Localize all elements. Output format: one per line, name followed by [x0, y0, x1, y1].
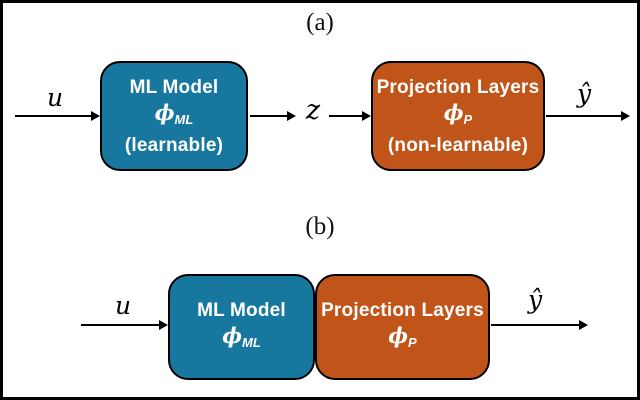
ml-model-box-b: ML Model ϕML: [168, 274, 315, 380]
projection-phi-b: ϕP: [388, 323, 416, 356]
arrowhead-icon: [159, 320, 168, 330]
arrow-shaft: [329, 115, 364, 117]
phi-subscript: P: [463, 111, 473, 127]
arrow-input-b: [81, 320, 168, 330]
ml-model-note-a: (learnable): [124, 134, 224, 156]
arrow-shaft: [546, 115, 623, 117]
panel-b-label: (b): [305, 213, 335, 240]
phi-symbol: ϕ: [443, 99, 464, 125]
phi-subscript: P: [408, 335, 417, 350]
arrow-shaft: [250, 115, 289, 117]
output-yhat-label-a: ŷ: [576, 79, 592, 108]
arrow-shaft: [81, 324, 161, 326]
ml-model-phi-b: ϕML: [222, 323, 261, 356]
ml-model-title-a: ML Model: [129, 76, 219, 98]
projection-title-a: Projection Layers: [376, 76, 540, 98]
arrow-output-b: [491, 320, 588, 330]
projection-note-a: (non-learnable): [387, 134, 529, 156]
ml-model-box-a: ML Model ϕML (learnable): [100, 61, 248, 171]
ml-model-phi-a: ϕML: [155, 100, 194, 133]
arrow-input-a: [15, 111, 100, 121]
input-u-label-b: u: [114, 291, 132, 320]
panel-a-label: (a): [306, 9, 334, 36]
arrowhead-icon: [91, 111, 100, 121]
arrowhead-icon: [579, 320, 588, 330]
input-u-label-a: u: [46, 83, 64, 112]
output-yhat-label-b: ŷ: [527, 285, 543, 314]
phi-symbol: ϕ: [154, 99, 175, 125]
arrow-shaft: [15, 115, 93, 117]
latent-z-label: z: [305, 95, 321, 126]
phi-subscript: ML: [242, 335, 261, 350]
phi-subscript: ML: [174, 111, 194, 127]
ml-model-title-b: ML Model: [197, 300, 286, 321]
projection-box-b: Projection Layers ϕP: [315, 274, 490, 380]
arrow-shaft: [491, 324, 581, 326]
projection-title-b: Projection Layers: [321, 300, 484, 321]
arrow-to-z-a: [250, 111, 296, 121]
arrowhead-icon: [621, 111, 630, 121]
projection-box-a: Projection Layers ϕP (non-learnable): [371, 61, 545, 171]
arrow-from-z-a: [329, 111, 371, 121]
projection-phi-a: ϕP: [444, 100, 472, 133]
phi-symbol: ϕ: [222, 323, 242, 348]
arrow-output-a: [546, 111, 630, 121]
arrowhead-icon: [362, 111, 371, 121]
phi-symbol: ϕ: [388, 323, 409, 348]
arrowhead-icon: [287, 111, 296, 121]
